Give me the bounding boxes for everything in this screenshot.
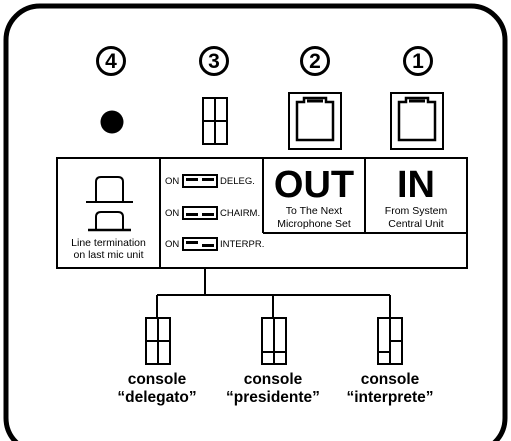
connector-number-2: 2	[300, 46, 330, 76]
switch-chairm-icon	[182, 206, 218, 220]
function-table	[56, 157, 468, 269]
connector-number-4: 4	[96, 46, 126, 76]
rj-in-socket-icon	[390, 92, 444, 150]
rj-out-socket-icon	[288, 92, 342, 150]
console-interprete-line1: console	[360, 371, 420, 388]
connector-number-3: 3	[199, 46, 229, 76]
switch-deleg-on: ON	[165, 176, 180, 187]
switch-chairm-on: ON	[165, 208, 180, 219]
termination-jack-icon	[100, 110, 124, 134]
console-tree-lines	[156, 268, 391, 318]
out-desc-line2: Microphone Set	[277, 218, 351, 230]
switch-interpr-on: ON	[165, 239, 180, 250]
dip-switch-icon	[202, 97, 228, 145]
termination-plug-icon	[86, 176, 133, 203]
in-title: IN	[397, 164, 435, 206]
termination-caption-line1: Line termination	[71, 237, 146, 249]
console-interprete-switch-icon	[377, 317, 403, 365]
console-delegato-switch-icon	[145, 317, 171, 365]
console-delegato-line2: “delegato”	[117, 389, 197, 406]
termination-caption-line2: on last mic unit	[73, 249, 144, 261]
switch-interpr-label: INTERPR.	[220, 239, 265, 250]
switch-chairm-label: CHAIRM.	[220, 208, 261, 219]
termination-plug-inserted-icon	[88, 211, 131, 232]
switch-interpr-icon	[182, 237, 218, 251]
console-delegato-line1: console	[127, 371, 187, 388]
console-presidente-line2: “presidente”	[226, 389, 320, 406]
out-desc-line1: To The Next	[285, 205, 343, 217]
out-title: OUT	[273, 164, 355, 206]
in-desc-line1: From System	[384, 205, 448, 217]
switch-deleg-icon	[182, 174, 218, 188]
console-presidente-switch-icon	[261, 317, 287, 365]
in-desc-line2: Central Unit	[388, 218, 444, 230]
console-interprete-line2: “interprete”	[346, 389, 434, 406]
console-presidente-line1: console	[243, 371, 303, 388]
connector-number-1: 1	[403, 46, 433, 76]
switch-deleg-label: DELEG.	[220, 176, 255, 187]
